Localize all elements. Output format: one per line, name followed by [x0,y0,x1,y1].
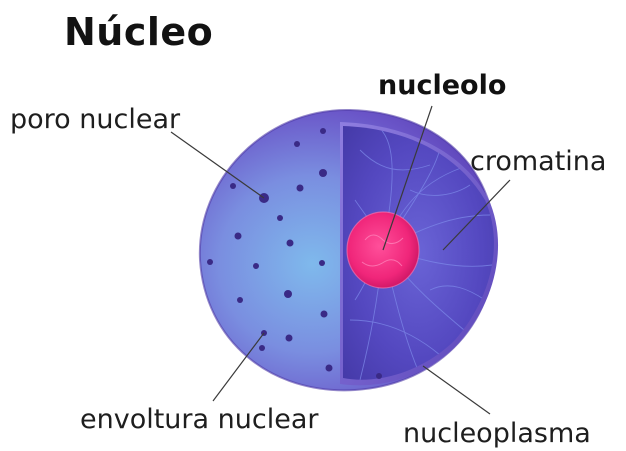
label-nucleolo: nucleolo [378,70,506,101]
label-poro-nuclear: poro nuclear [10,104,180,135]
leader-nucleoplasma [423,366,490,414]
label-envoltura-nuclear: envoltura nuclear [80,404,318,435]
label-nucleoplasma: nucleoplasma [403,418,591,449]
label-cromatina: cromatina [470,146,606,177]
